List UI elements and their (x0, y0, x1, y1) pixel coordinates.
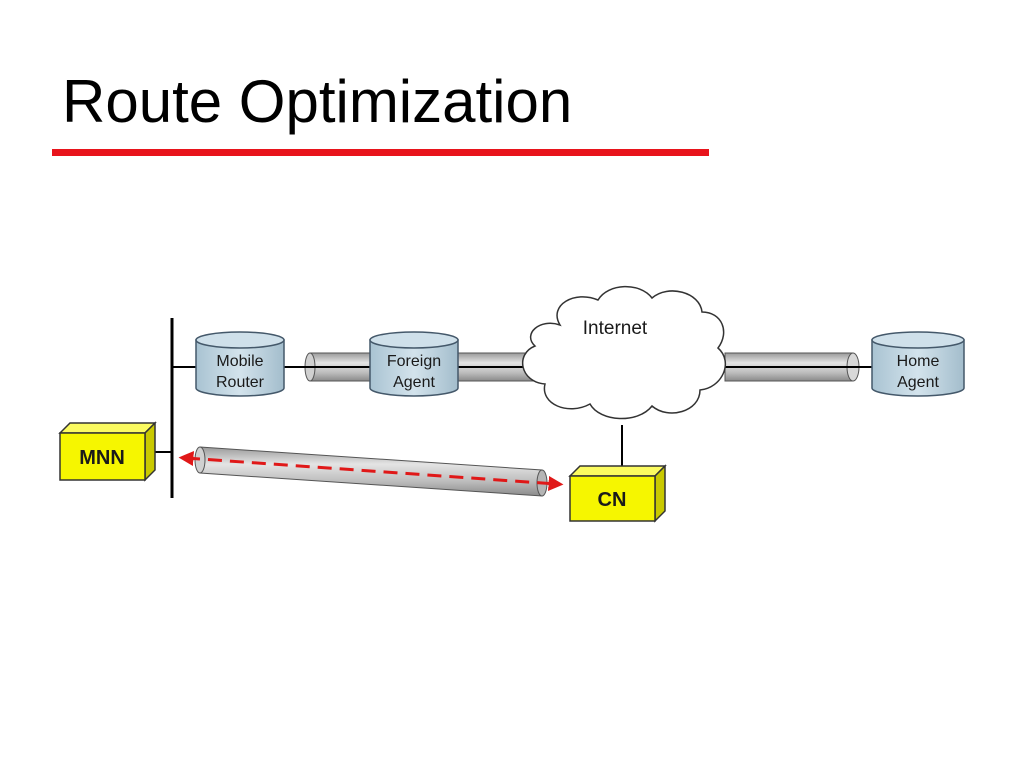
mobile-router-node: Mobile Router (195, 331, 285, 397)
tunnel-router-foreign (283, 352, 371, 382)
mnn-label: MNN (79, 447, 125, 469)
mobile-router-label-line1: Mobile (216, 353, 263, 370)
foreign-agent-node: Foreign Agent (369, 331, 459, 397)
route-arrow (178, 451, 564, 491)
home-agent-label-line2: Agent (897, 374, 939, 391)
home-agent-node: Home Agent (871, 331, 965, 397)
cn-label: CN (598, 489, 627, 511)
foreign-agent-label-line1: Foreign (387, 353, 441, 370)
title-underline (52, 149, 709, 156)
tunnel-internet-home (724, 352, 872, 382)
cn-node: CN (568, 464, 667, 523)
optimized-route-tunnel (178, 446, 564, 497)
mnn-node: MNN (58, 421, 157, 482)
home-agent-label-line1: Home (897, 353, 940, 370)
internet-cloud: Internet (521, 285, 727, 420)
page-title: Route Optimization (62, 68, 573, 135)
foreign-agent-label-line2: Agent (393, 374, 435, 391)
internet-label: Internet (583, 318, 648, 339)
tunnel-foreign-internet (457, 352, 534, 382)
mobile-router-label-line2: Router (216, 374, 265, 391)
